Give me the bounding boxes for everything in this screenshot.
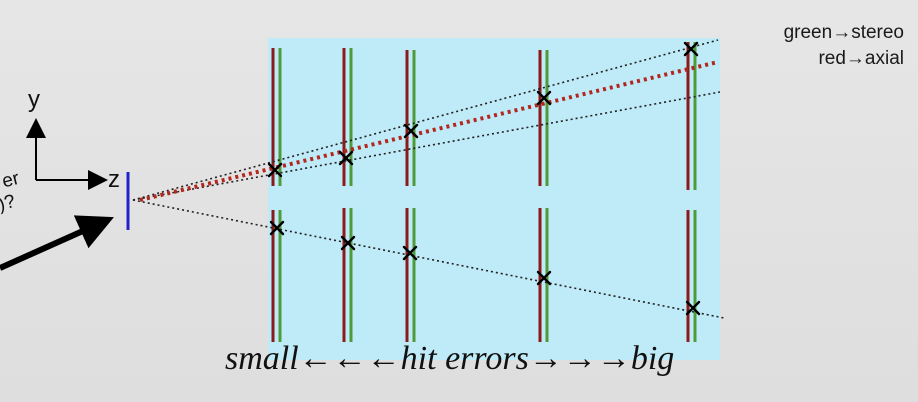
hit-marker <box>338 150 354 166</box>
red-fit-line <box>139 60 719 202</box>
lower-track <box>132 199 725 319</box>
hit-errors-caption: small←←←hit errors→→→big <box>225 340 675 377</box>
legend-arrow: → <box>845 48 865 69</box>
hit-marker <box>685 300 701 316</box>
upper-track-outer <box>132 39 719 201</box>
hit-marker <box>340 235 356 251</box>
z-axis-label: z <box>108 166 120 193</box>
pointer-arrow <box>0 215 114 271</box>
tracks <box>132 39 725 319</box>
legend-green-target: stereo <box>851 22 904 43</box>
hit-marker <box>536 90 552 106</box>
hit-marker <box>269 220 285 236</box>
legend-red-target: axial <box>864 48 904 69</box>
legend-green-row: green→stereo <box>784 20 904 46</box>
hit-marker <box>267 162 283 178</box>
legend: green→stereo red→axial <box>784 20 904 72</box>
detector-region <box>268 38 720 360</box>
hit-marker <box>402 245 418 261</box>
hit-markers <box>267 41 701 316</box>
coordinate-axes <box>26 118 108 190</box>
hit-marker <box>403 123 419 139</box>
legend-red-row: red→axial <box>784 46 904 72</box>
y-axis-label: y <box>28 86 40 113</box>
legend-red-label: red <box>818 48 846 69</box>
hit-marker <box>683 41 699 57</box>
legend-green-label: green <box>783 22 833 43</box>
hit-marker <box>536 270 552 286</box>
legend-arrow: → <box>832 22 852 43</box>
